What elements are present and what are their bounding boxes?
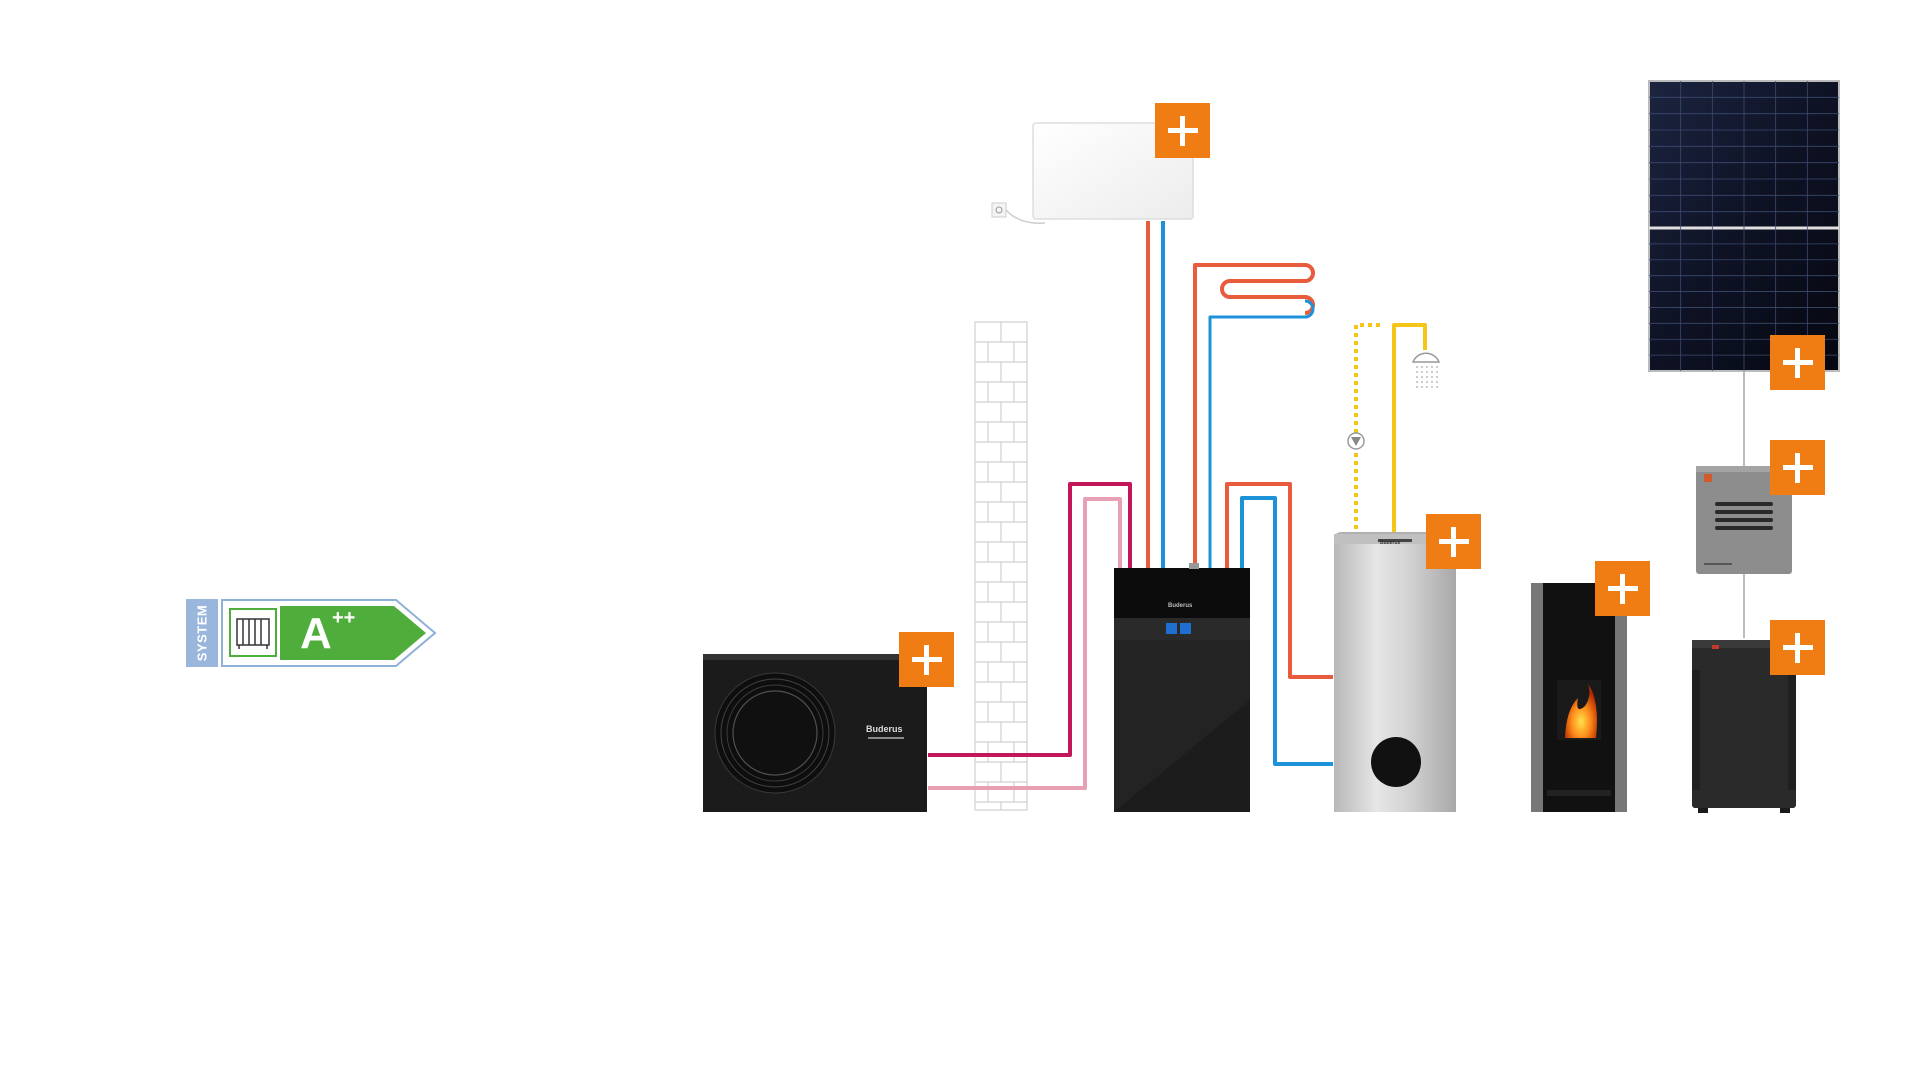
underfloor-flow-pipe <box>1193 263 1315 563</box>
house-wall <box>974 321 1028 811</box>
solar-panel <box>1648 80 1840 372</box>
add-heat-pump-button[interactable] <box>899 632 954 687</box>
battery-storage <box>1692 640 1796 813</box>
wood-stove <box>1531 583 1627 812</box>
circulation-pump-icon <box>1347 432 1365 450</box>
tank-brand: Buderus <box>1380 540 1401 546</box>
energy-efficiency-label: SYSTEM A ++ <box>186 599 436 667</box>
add-inverter-button[interactable] <box>1770 440 1825 495</box>
heat-pump-outdoor-unit <box>703 654 927 812</box>
pipes <box>928 221 1745 790</box>
shower-icon <box>1411 352 1441 390</box>
add-radiator-button[interactable] <box>1155 103 1210 158</box>
system-label: SYSTEM <box>194 604 210 662</box>
indoor-unit <box>1114 563 1250 812</box>
heat-pump-brand: Buderus <box>866 724 903 734</box>
circulation-pipe <box>1354 323 1380 537</box>
add-wood-stove-button[interactable] <box>1595 561 1650 616</box>
heatpump-flow-pipe <box>928 482 1132 757</box>
energy-rating: A <box>300 609 332 658</box>
energy-rating-superscript: ++ <box>332 607 356 629</box>
hot-water-pipe <box>1392 323 1427 537</box>
tank-return-pipe <box>1240 496 1333 766</box>
energy-label-shape <box>221 599 437 667</box>
heatpump-return-pipe <box>928 497 1122 790</box>
inverter <box>1696 466 1792 574</box>
underfloor-return-pipe <box>1208 299 1315 570</box>
radiator-icon <box>236 618 270 649</box>
tank-flow-pipe <box>1225 482 1333 679</box>
add-solar-panel-button[interactable] <box>1770 335 1825 390</box>
system-strip: SYSTEM <box>186 599 218 667</box>
add-battery-storage-button[interactable] <box>1770 620 1825 675</box>
flat-panel-radiator <box>991 122 1194 224</box>
hot-water-tank <box>1334 532 1456 812</box>
indoor-unit-brand: Buderus <box>1168 603 1193 609</box>
add-hot-water-tank-button[interactable] <box>1426 514 1481 569</box>
